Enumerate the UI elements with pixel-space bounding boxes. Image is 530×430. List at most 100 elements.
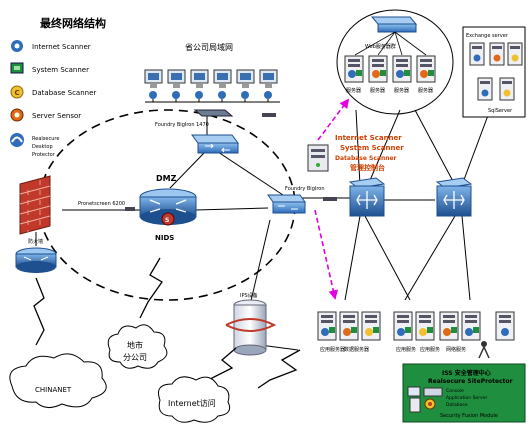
top-switch-label: Foundry BigIron 1470 — [155, 122, 209, 128]
server-caption: 服务器 — [394, 87, 409, 94]
web-server — [344, 55, 364, 83]
legend-label: Protector — [32, 152, 56, 158]
wan-bolt — [33, 277, 45, 346]
mid-switch — [267, 194, 306, 214]
legend-label: Server Sensor — [32, 112, 81, 120]
sql-server-label: SqlServer — [488, 108, 513, 114]
internet-access-label: Internet访问 — [168, 398, 216, 408]
server-caption: 数据服务器 — [344, 346, 369, 353]
wan-bolt — [139, 257, 163, 319]
scanner-label: 管理控制台 — [350, 163, 385, 172]
legend: Internet Scanner System Scanner C Databa… — [10, 40, 96, 158]
branch-label: 地市 — [127, 340, 143, 350]
mgmt-title: ISS 安全管理中心 — [442, 369, 491, 377]
scanner-label: Database Scanner — [335, 155, 397, 162]
workstation — [144, 69, 163, 102]
core-switch-left — [348, 177, 386, 217]
wan-links — [33, 257, 301, 389]
web-cluster-ellipse — [336, 9, 454, 115]
dmz-label: DMZ — [156, 174, 177, 183]
svg-text:C: C — [15, 89, 20, 97]
mgmt-footer: Security Fusion Module — [440, 413, 498, 419]
scanner-label: System Scanner — [340, 144, 404, 152]
server-bank-captions: 应用服务器 数据服务器 应用服务 应用服务 网络服务 — [320, 346, 466, 353]
workstation — [167, 69, 186, 102]
web-server — [368, 55, 388, 83]
mgmt-devices — [407, 386, 443, 413]
web-cluster-label: Web服务器群 — [365, 43, 396, 50]
mid-switch-label: Foundry BigIron — [285, 186, 325, 192]
desktop-protector-icon — [10, 133, 24, 147]
scanner-console-pc — [307, 144, 329, 172]
exchange-label: Exchange server — [466, 33, 509, 39]
server-caption: 服务器 — [370, 87, 385, 94]
core-switch-right — [435, 177, 473, 217]
web-cluster-switch — [370, 16, 418, 33]
mgmt-row: Database — [446, 402, 468, 408]
web-server — [392, 55, 412, 83]
server-bank — [317, 311, 515, 359]
user-figure-icon — [478, 341, 490, 359]
mgmt-subtitle: Realsecure SiteProtector — [428, 378, 513, 385]
server — [317, 311, 337, 341]
server-caption: 应用服务 — [420, 346, 440, 353]
server — [339, 311, 359, 341]
link-device — [125, 207, 135, 211]
web-server — [416, 55, 436, 83]
firewall-icon — [19, 175, 51, 235]
server — [461, 311, 481, 341]
server-caption: 服务器 — [418, 87, 433, 94]
mgmt-row: Application Server — [446, 395, 487, 401]
server — [499, 77, 515, 101]
hq-workstations — [144, 69, 280, 103]
server — [469, 42, 485, 66]
legend-label: Realsecure — [32, 136, 59, 142]
server — [393, 311, 413, 341]
database-scanner-icon: C — [10, 85, 24, 99]
scanner-labels: Internet Scanner System Scanner Database… — [335, 134, 404, 172]
legend-label: Internet Scanner — [32, 43, 91, 51]
exchange-sql-box — [462, 26, 526, 118]
scan-arrow-up — [317, 98, 350, 141]
workstation — [236, 69, 255, 102]
internet-access-cloud: Internet访问 — [158, 376, 231, 423]
server — [489, 42, 505, 66]
backbone-router: Foundry BigIron 1470 — [155, 109, 276, 128]
legend-label: System Scanner — [32, 66, 89, 74]
server — [507, 42, 523, 66]
server-caption: 服务器 — [346, 87, 361, 94]
internet-scanner-icon — [11, 40, 23, 52]
security-mgmt-center: ISS 安全管理中心 Realsecure SiteProtector Cons… — [402, 363, 526, 423]
wan-bolt — [257, 349, 301, 389]
chinanet-label: CHINANET — [35, 386, 72, 394]
firewall-link-label: Pronetscreen 6200 — [78, 201, 125, 207]
web-server-captions: 服务器 服务器 服务器 服务器 — [346, 87, 433, 94]
server-sensor-icon — [10, 108, 24, 122]
server-caption: 应用服务 — [396, 346, 416, 353]
top-switch — [191, 134, 239, 154]
scan-arrow-down — [314, 209, 338, 300]
ips-label: IPS设备 — [240, 292, 258, 299]
server-caption: 应用服务器 — [320, 346, 345, 353]
diagram-title: 最终网络结构 — [40, 16, 106, 30]
workstation — [190, 69, 209, 102]
scanner-label: Internet Scanner — [335, 134, 402, 142]
exchange-servers — [469, 42, 523, 101]
hq-intranet-label: 省公司局域网 — [185, 42, 233, 52]
edge-router — [15, 247, 57, 273]
web-cluster-links — [354, 31, 427, 56]
legend-label: Desktop — [32, 144, 53, 150]
nids-label: NIDS — [155, 234, 174, 242]
workstation — [259, 69, 278, 102]
system-scanner-icon — [10, 62, 24, 74]
legend-label: Database Scanner — [32, 89, 96, 97]
chinanet-cloud: CHINANET — [9, 353, 107, 408]
mgmt-row: Console — [446, 388, 464, 394]
server — [415, 311, 435, 341]
server — [477, 77, 493, 101]
firewall-label: 防火墙 — [28, 238, 43, 245]
server — [495, 311, 515, 341]
web-servers — [344, 55, 436, 83]
